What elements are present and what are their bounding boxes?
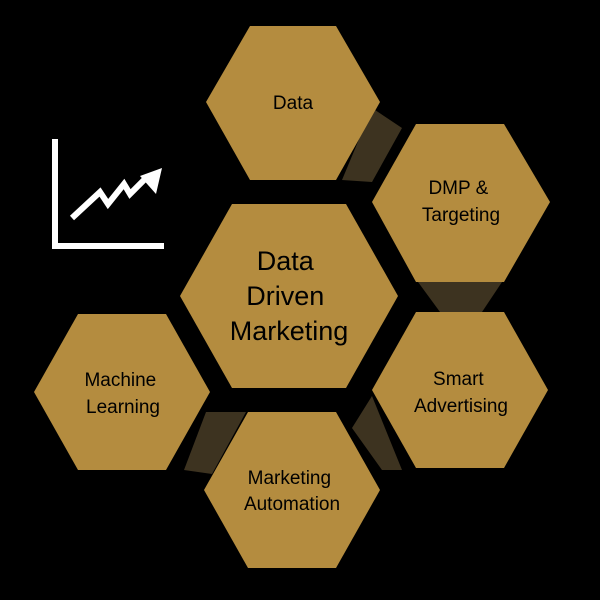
label-dmp-targeting-line-2: Targeting — [422, 205, 500, 226]
label-machine-learning-line-1: Machine — [84, 370, 156, 391]
hexagon-data — [206, 26, 380, 180]
hexagon-center — [180, 204, 398, 388]
label-center: Data Driven Marketing — [230, 246, 349, 346]
label-marketing-automation: Marketing Automation — [244, 468, 340, 515]
label-smart-advertising: Smart Advertising — [414, 369, 508, 417]
connector-dmp-smart — [418, 282, 502, 312]
connector-automation-machine — [184, 412, 246, 474]
hexagon-marketing-automation — [204, 412, 380, 568]
label-marketing-automation-line-1: Marketing — [248, 468, 331, 489]
label-data-line-1: Data — [273, 93, 314, 114]
label-smart-advertising-line-1: Smart — [433, 369, 484, 390]
connector-data-dmp — [342, 108, 402, 182]
hexagon-dmp-targeting — [372, 124, 550, 282]
line-chart-trending-up-icon — [52, 139, 164, 249]
label-center-line-3: Marketing — [230, 316, 349, 346]
label-center-line-2: Driven — [246, 281, 324, 311]
connector-smart-automation — [352, 396, 402, 470]
label-marketing-automation-line-2: Automation — [244, 494, 340, 515]
label-machine-learning: Machine Learning — [84, 370, 161, 418]
label-center-line-1: Data — [257, 246, 315, 276]
label-machine-learning-line-2: Learning — [86, 397, 160, 418]
label-dmp-targeting-line-1: DMP & — [428, 178, 488, 199]
hexagon-smart-advertising — [372, 312, 548, 468]
label-data: Data — [273, 93, 314, 114]
label-smart-advertising-line-2: Advertising — [414, 396, 508, 417]
label-dmp-targeting: DMP & Targeting — [422, 178, 500, 226]
hexagon-machine-learning — [34, 314, 210, 470]
